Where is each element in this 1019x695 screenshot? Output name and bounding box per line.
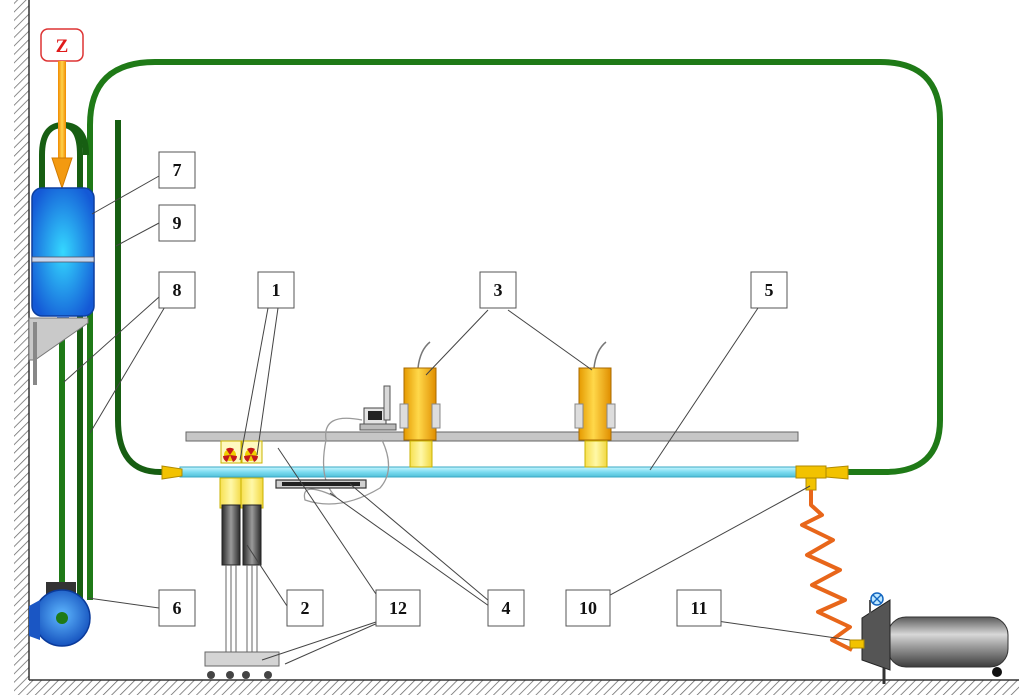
control-device [359, 385, 397, 431]
floor [14, 680, 1019, 695]
callout-2: 2 [286, 589, 324, 627]
wall [14, 0, 29, 690]
callout-11: 11 [676, 589, 722, 627]
inlet-arrow-icon [51, 61, 73, 190]
svg-text:1: 1 [272, 280, 281, 300]
callout-9: 9 [158, 204, 196, 242]
heating-coil [800, 490, 853, 652]
svg-text:11: 11 [690, 598, 707, 618]
callout-10: 10 [565, 589, 611, 627]
svg-text:9: 9 [173, 213, 182, 233]
svg-text:8: 8 [173, 280, 182, 300]
svg-text:10: 10 [579, 598, 597, 618]
svg-text:6: 6 [173, 598, 182, 618]
valve-icon [870, 592, 884, 606]
sample-tray [275, 479, 367, 489]
callout-8: 8 [158, 271, 196, 309]
left-coupling [161, 465, 183, 480]
signal-cable [303, 417, 390, 505]
detector-right [574, 341, 616, 468]
callout-5: 5 [750, 271, 788, 309]
leader-lines [63, 175, 851, 665]
detector-left [399, 341, 441, 468]
support-cart [204, 651, 280, 679]
radiation-icon [223, 447, 258, 462]
pump-icon [29, 582, 91, 647]
callout-7: 7 [158, 151, 196, 189]
right-coupling [825, 465, 849, 480]
callout-12: 12 [375, 589, 421, 627]
measurement-tube [179, 466, 801, 478]
callout-4: 4 [487, 589, 525, 627]
mounting-plate [185, 431, 799, 442]
svg-text:5: 5 [765, 280, 774, 300]
right-tee [795, 465, 827, 479]
svg-text:3: 3 [494, 280, 503, 300]
callouts: 7 9 8 1 3 5 6 2 12 4 10 11 [158, 151, 788, 627]
svg-text:4: 4 [502, 598, 511, 618]
storage-tank [31, 187, 95, 322]
tee-branch [805, 477, 817, 491]
wall-bracket [28, 317, 89, 385]
bypass-pipe [115, 120, 175, 475]
svg-text:12: 12 [389, 598, 407, 618]
callout-3: 3 [479, 271, 517, 309]
inner-pipe-loop-2 [62, 122, 89, 156]
svg-text:7: 7 [173, 160, 182, 180]
compressor [849, 599, 1009, 684]
svg-text:2: 2 [301, 598, 310, 618]
callout-1: 1 [257, 271, 295, 309]
inlet-label: Z [56, 36, 69, 57]
return-pipe-loop [87, 59, 943, 600]
callout-6: 6 [158, 589, 196, 627]
